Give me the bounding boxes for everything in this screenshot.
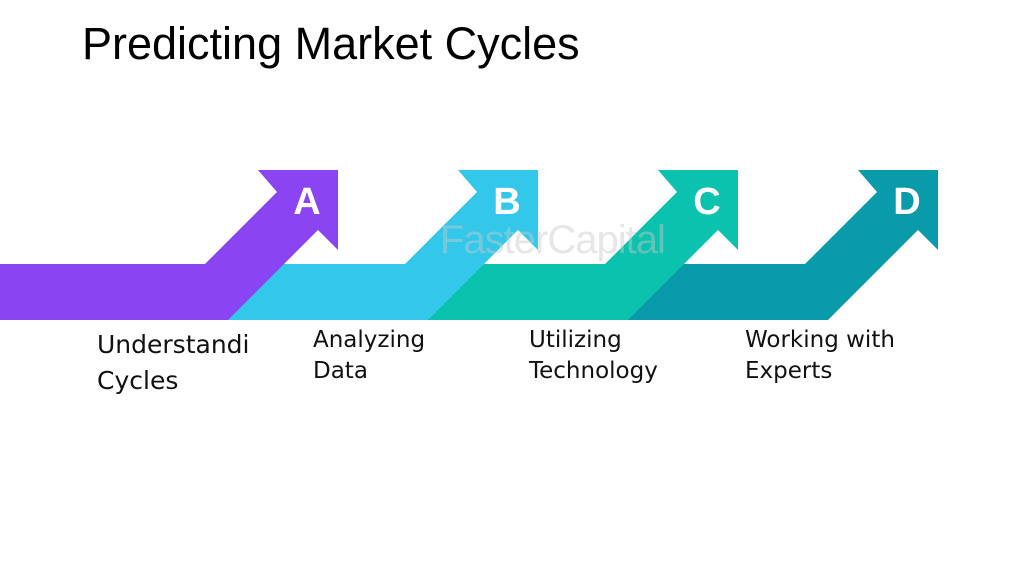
label-line: Utilizing	[529, 327, 622, 353]
label-line: Technology	[529, 358, 658, 384]
step-letter: A	[293, 181, 320, 223]
label-line: Data	[313, 358, 368, 384]
label-line: Experts	[745, 358, 833, 384]
label-line: Working with	[745, 327, 895, 353]
label-line: Understandi	[97, 330, 250, 359]
watermark: FasterCapital	[440, 218, 666, 262]
step-letter: C	[693, 181, 720, 223]
label-line: Cycles	[97, 366, 179, 395]
step-letter: B	[493, 181, 520, 223]
label-line: Analyzing	[313, 327, 426, 353]
slide-title: Predicting Market Cycles	[82, 18, 580, 69]
step-letter: D	[893, 181, 920, 223]
arrow-a: A	[0, 170, 338, 320]
arrow-shape	[0, 170, 338, 320]
